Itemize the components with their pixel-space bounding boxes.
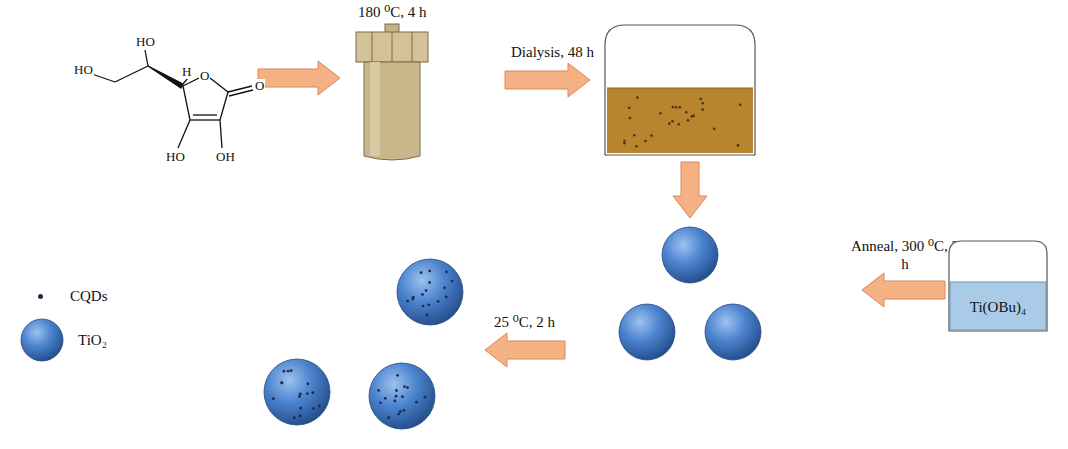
cqd-dot [311,391,314,394]
cqd-dot [700,98,703,101]
legend-label: TiO₂ [78,331,107,349]
cqd-dot [623,142,626,145]
cqd-dot [306,392,309,395]
condition-label: 25 ⁰C, 2 h [494,313,555,331]
cqd-dot [318,405,321,408]
condition-label: Dialysis, 48 h [511,43,594,61]
cqd-dot [283,370,286,373]
cqd-dot [395,389,398,392]
process-arrows [258,61,945,367]
cqd-dot [428,270,431,273]
beaker [605,25,755,155]
cqd-dot [629,117,632,120]
cqd-dot [659,112,662,115]
cqd-dot [636,96,639,99]
cqd-dot [395,395,398,398]
cqd-dot [445,270,448,273]
cqd-dot [406,386,409,389]
cqd-dot [421,293,424,296]
legend-label: CQDs [70,287,108,305]
cqd-dot [701,108,704,111]
autoclave [356,24,428,160]
cqd-dot [401,395,404,398]
atom-label: HO [165,150,186,164]
cqd-dot [701,102,704,105]
cqd-dot [671,120,674,123]
molecule-bonds [92,50,253,148]
tio2-spheres [619,227,761,360]
cqd-dot [387,416,390,419]
atom-label: O [254,79,265,93]
cqd-dot [272,397,275,400]
cqd-dot [677,123,680,126]
cqd-tio2-spheres [264,259,463,429]
cqd-dot [426,314,429,317]
beaker-outline [948,240,1048,332]
cqd-dot [672,106,675,109]
cqd-dot [420,271,423,274]
cqd-dot [739,104,742,107]
cqd-dot [628,106,631,109]
cqd-dot [379,401,382,404]
cqd-dot [644,140,647,143]
atom-label: OH [215,150,236,164]
cqd-dot [299,393,302,396]
atom-label: O [199,69,210,83]
condition-label: 180 ⁰C, 4 h [358,3,427,21]
cqd-dot [424,396,427,399]
cqd-dot [428,281,431,284]
atom-label: HO [135,35,156,49]
cqd-dot [425,289,428,292]
cqd-dot [422,305,425,308]
cqd-dot [396,374,399,377]
cqd-dot [384,397,387,400]
cqd-dot [402,409,405,412]
legend-sphere [21,319,63,361]
cqd-dot [298,395,301,398]
cqd-dot [713,128,716,131]
cqd-dot [443,286,446,289]
condition-label: Anneal, 300 ⁰C, 2 h [849,237,961,273]
cqd-dot [675,106,678,109]
cqd-dot [445,296,448,299]
cqd-dot [312,407,315,410]
cqd-dot [668,122,671,125]
cqd-dot [451,280,454,283]
cqd-dot [287,370,290,373]
precursor-label: Ti(OBu)₄ [970,298,1026,316]
cqd-dot [299,415,302,418]
cqd-dot [397,413,400,416]
cqd-dot [415,401,418,404]
cqd-dot [403,385,406,388]
atom-label: H [181,65,192,79]
cqd-dot [281,382,284,385]
cqd-dot [685,111,688,114]
cqd-dot [399,410,402,413]
cqd-dot [393,400,396,403]
cqd-dot [280,381,283,384]
cqd-dot [650,134,653,137]
precursor-beaker: Ti(OBu)₄ [948,240,1048,332]
cqd-dot [290,369,293,372]
cqd-dot [377,389,380,392]
cqd-dot [306,382,309,385]
cqd-dot [412,296,415,299]
cqd-dot [635,145,638,148]
cqd-dot [687,119,690,122]
cqd-dot [293,416,296,419]
cqd-dot [679,106,682,109]
legend-swatch [38,294,43,299]
cqd-dot [737,144,740,147]
cqd-dot [406,300,409,303]
cqd-dot [437,300,440,303]
cqd-dot [623,139,626,142]
cqd-dot [299,407,302,410]
cqd-dot [428,303,431,306]
cqd-dot [633,134,636,137]
cqd-dot [692,115,695,118]
atom-label: HO [73,63,94,77]
